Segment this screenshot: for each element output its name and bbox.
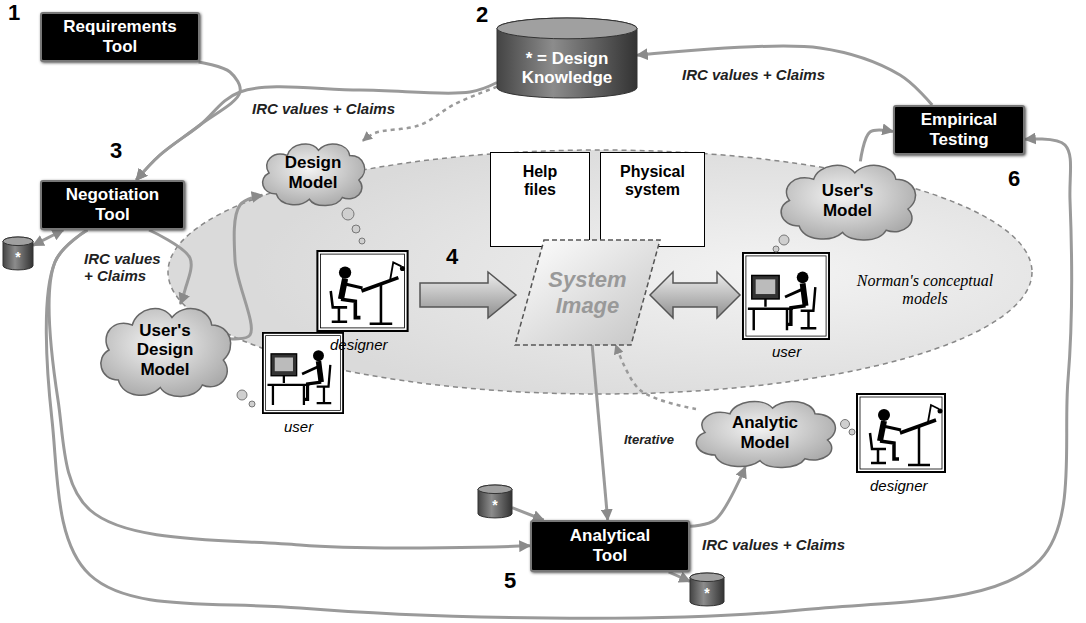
user-figure (743, 253, 829, 339)
document-box: Physical system (600, 152, 705, 247)
text-holder: Norman's conceptual models (850, 262, 1000, 318)
flow-connector (860, 130, 893, 161)
designer-figure (857, 394, 945, 472)
region-label: Norman's conceptual models (850, 272, 1000, 309)
thought-cloud: User's Model (775, 158, 920, 243)
flow-connector (512, 508, 544, 520)
node-label: User's Design Model (130, 321, 200, 380)
designer-figure (317, 251, 407, 331)
text-holder: Empirical Testing (895, 107, 1023, 153)
text-holder: Analytical Tool (532, 522, 688, 570)
node-label: Negotiation Tool (58, 185, 168, 224)
flow-connector (229, 195, 262, 339)
node-label: Physical system (613, 163, 693, 200)
callout-number: 6 (1008, 166, 1020, 192)
node-label: System Image (533, 267, 643, 318)
flow-connector (136, 83, 497, 180)
text-holder: Requirements Tool (42, 14, 198, 60)
callout-number: 1 (8, 0, 20, 26)
interaction-arrow (650, 272, 740, 318)
flow-connector (49, 230, 530, 548)
flow-label: IRC values + Claims (700, 536, 847, 553)
role-label: designer (330, 336, 388, 353)
text-holder: * (3, 237, 33, 270)
node-label: Empirical Testing (909, 110, 1009, 149)
tool-box: Negotiation Tool (40, 180, 185, 230)
text-holder: Design Model (258, 138, 368, 208)
thought-cloud: User's Design Model (95, 300, 235, 400)
node-label: Requirements Tool (55, 17, 185, 56)
tool-box: Analytical Tool (530, 520, 690, 572)
flow-connector (669, 572, 690, 581)
document-box: Help files (490, 152, 590, 247)
node-label: * = Design Knowledge (512, 49, 622, 88)
node-label: User's Model (813, 181, 883, 220)
text-holder: * (690, 573, 724, 606)
flow-connector (690, 467, 745, 526)
node-label: Design Model (278, 153, 348, 192)
callout-number: 2 (476, 2, 488, 28)
thought-bubbles (237, 208, 855, 435)
dotted-connector (616, 345, 696, 409)
flow-connector (46, 139, 1071, 618)
role-label: designer (870, 477, 928, 494)
tool-box: Empirical Testing (893, 105, 1025, 155)
node-label: * (492, 497, 497, 513)
text-holder: Physical system (601, 153, 704, 246)
flow-connector (592, 345, 608, 520)
node-label: * (15, 249, 20, 265)
text-holder: System Image (515, 240, 660, 345)
tool-box: Requirements Tool (40, 12, 200, 62)
thought-cloud: Design Model (258, 138, 368, 208)
text-holder: * (478, 485, 512, 518)
node-label: * (704, 585, 709, 601)
text-holder: User's Model (775, 158, 920, 243)
role-label: user (772, 343, 801, 360)
flow-label: Iterative (622, 433, 676, 448)
system-image-parallelogram: System Image (515, 240, 660, 345)
text-holder: Help files (491, 153, 589, 246)
flow-label: IRC values + Claims (250, 100, 397, 117)
flow-label: IRC values + Claims (82, 250, 166, 285)
thought-cloud: Analytic Model (690, 395, 840, 470)
flow-connector (33, 230, 63, 245)
callout-number: 4 (446, 244, 458, 270)
callout-number: 3 (110, 138, 122, 164)
text-holder: * = Design Knowledge (497, 18, 637, 98)
database-cylinder: * (3, 237, 33, 270)
node-label: Analytic Model (725, 413, 805, 452)
text-holder: Negotiation Tool (42, 182, 183, 228)
database-cylinder: * (478, 485, 512, 518)
node-label: Analytical Tool (560, 526, 660, 565)
flow-connector (637, 46, 932, 105)
knowledge-cylinder: * = Design Knowledge (497, 18, 637, 98)
flow-label: IRC values + Claims (680, 66, 827, 83)
node-label: Help files (515, 163, 565, 200)
text-holder: Analytic Model (690, 395, 840, 470)
design-arrow (420, 272, 516, 318)
text-holder: User's Design Model (95, 300, 235, 400)
database-cylinder: * (690, 573, 724, 606)
callout-number: 5 (504, 568, 516, 594)
role-label: user (284, 418, 313, 435)
